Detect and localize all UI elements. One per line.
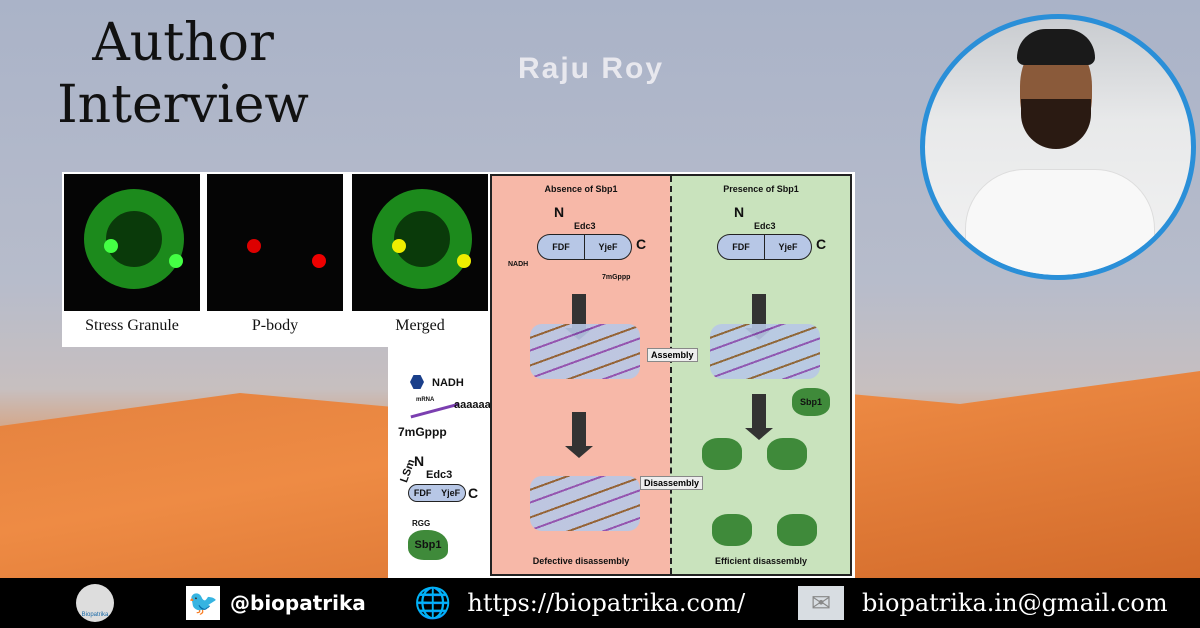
email-address: biopatrika.in@gmail.com <box>862 589 1168 617</box>
result-label: Defective disassembly <box>532 556 630 566</box>
sbp1-protein: Sbp1 <box>792 388 830 416</box>
n-terminus-label: N <box>554 204 565 220</box>
lab-coat <box>965 169 1155 275</box>
email-link[interactable]: ✉ biopatrika.in@gmail.com <box>798 578 1168 628</box>
c-terminus-label: C <box>816 236 827 252</box>
edc3-label: Edc3 <box>574 221 596 231</box>
sbp1-shape <box>777 514 817 546</box>
down-arrow-icon <box>745 394 773 440</box>
sbp1-shape <box>767 438 807 470</box>
legend-rgg: RGG <box>412 519 431 528</box>
legend-cap: 7mGppp <box>398 425 447 439</box>
author-photo <box>920 14 1196 280</box>
envelope-icon: ✉ <box>798 586 844 620</box>
n-terminus-label: N <box>734 204 745 220</box>
nadh-icon <box>410 375 424 389</box>
assembly-cluster <box>530 324 640 379</box>
mrna-icon <box>410 402 460 419</box>
twitter-icon: 🐦 <box>186 586 220 620</box>
website-url: https://biopatrika.com/ <box>467 589 746 617</box>
legend-mrna: mRNA <box>416 397 435 403</box>
panel-title: Presence of Sbp1 <box>723 184 799 194</box>
globe-icon: 🌐 <box>414 585 452 621</box>
hair <box>1017 29 1095 65</box>
c-terminus-label: C <box>636 236 647 252</box>
down-arrow-icon <box>745 294 773 340</box>
down-arrow-icon <box>565 294 593 340</box>
sbp1-icon: Sbp1 <box>408 530 448 560</box>
nadh-label: NADH <box>508 261 529 268</box>
stress-granule-image <box>64 174 200 311</box>
result-label: Efficient disassembly <box>714 556 808 566</box>
logo-text: Biopatrika <box>76 584 114 622</box>
down-arrow-icon <box>565 412 593 458</box>
sbp1-shape <box>712 514 752 546</box>
caption: Merged <box>395 317 445 334</box>
legend-n: N <box>414 453 425 469</box>
author-name: Raju Roy <box>518 52 665 85</box>
micrograph-panel: Stress Granule P-body Merged <box>62 172 488 347</box>
twitter-handle: @biopatrika <box>230 591 366 615</box>
p-body-image <box>207 174 343 311</box>
edc3-label: Edc3 <box>754 221 776 231</box>
twitter-link[interactable]: 🐦 @biopatrika <box>186 578 366 628</box>
disassembly-cluster <box>530 476 640 531</box>
legend-nadh: NADH <box>432 377 464 389</box>
cap-label: 7mGppp <box>602 274 631 281</box>
legend-polya: aaaaaa <box>454 399 491 411</box>
assembly-cluster <box>710 324 820 379</box>
beard <box>1021 99 1091 149</box>
biopatrika-logo[interactable]: Biopatrika <box>76 578 114 628</box>
sbp1-shape <box>702 438 742 470</box>
assembly-label: Assembly <box>647 348 698 362</box>
footer-bar: Biopatrika 🐦 @biopatrika 🌐 https://biopa… <box>0 578 1200 628</box>
legend-c: C <box>468 485 479 501</box>
merged-image <box>352 174 488 311</box>
panel-title: Absence of Sbp1 <box>544 184 618 194</box>
website-link[interactable]: 🌐 https://biopatrika.com/ <box>414 578 745 628</box>
caption: P-body <box>251 317 299 334</box>
disassembly-label: Disassembly <box>640 476 704 490</box>
caption: Stress Granule <box>85 317 179 334</box>
legend-edc3: Edc3 <box>426 469 453 481</box>
